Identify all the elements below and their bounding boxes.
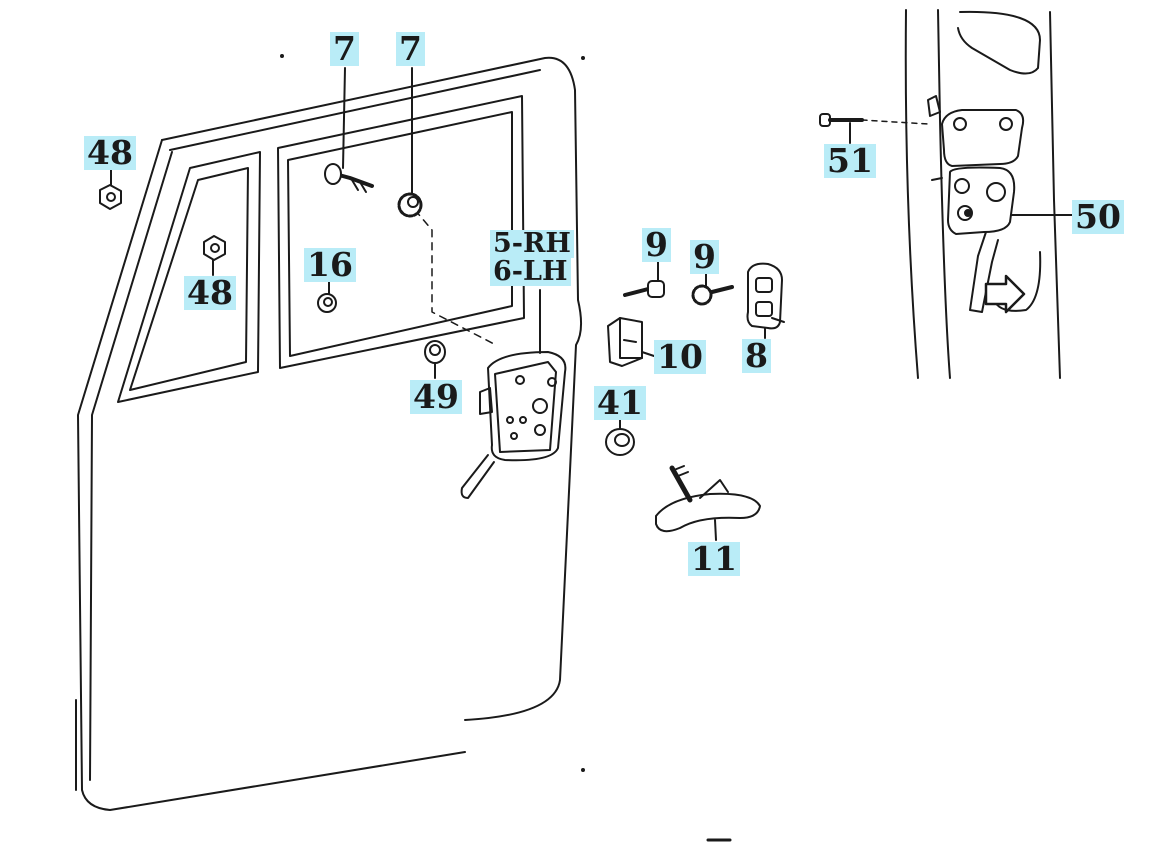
screw-7b-icon — [397, 192, 423, 218]
part-label-16: 16 — [304, 248, 356, 282]
part-label-48b: 48 — [184, 276, 236, 310]
door-panel — [75, 56, 582, 811]
nut-48a-icon — [99, 184, 122, 210]
spacer-10-icon — [607, 317, 643, 367]
grommet-49-icon — [424, 340, 446, 364]
screw-9b-icon — [691, 284, 734, 306]
part-label-49: 49 — [410, 380, 462, 414]
grommet-41-icon — [605, 428, 635, 456]
screw-51-icon — [819, 113, 929, 127]
screw-7a-icon — [324, 163, 374, 193]
part-label-11: 11 — [688, 542, 740, 576]
grommet-16-icon — [317, 293, 337, 313]
part-label-6-lh: 6-LH — [490, 258, 571, 286]
part-label-48a: 48 — [84, 136, 136, 170]
part-label-50: 50 — [1072, 200, 1124, 234]
part-label-51: 51 — [824, 144, 876, 178]
part-label-7a: 7 — [330, 32, 359, 66]
striker-8-icon — [746, 262, 785, 330]
vent-window-frame — [117, 151, 261, 403]
part-label-41: 41 — [594, 386, 646, 420]
part-label-8: 8 — [742, 339, 771, 373]
part-label-5-rh: 5-RH — [490, 230, 574, 258]
part-label-7b: 7 — [396, 32, 425, 66]
nut-48b-icon — [203, 235, 226, 261]
leader-lines — [110, 67, 1073, 541]
main-window-frame — [277, 95, 525, 369]
door-latch-assembly-icon — [460, 351, 567, 499]
part-label-9b: 9 — [690, 240, 719, 274]
part-label-9a: 9 — [642, 228, 671, 262]
screw-9a-icon — [623, 280, 665, 298]
outside-handle-11-icon — [655, 465, 761, 533]
inset-door-edge-view — [904, 9, 1061, 379]
part-label-10: 10 — [654, 340, 706, 374]
